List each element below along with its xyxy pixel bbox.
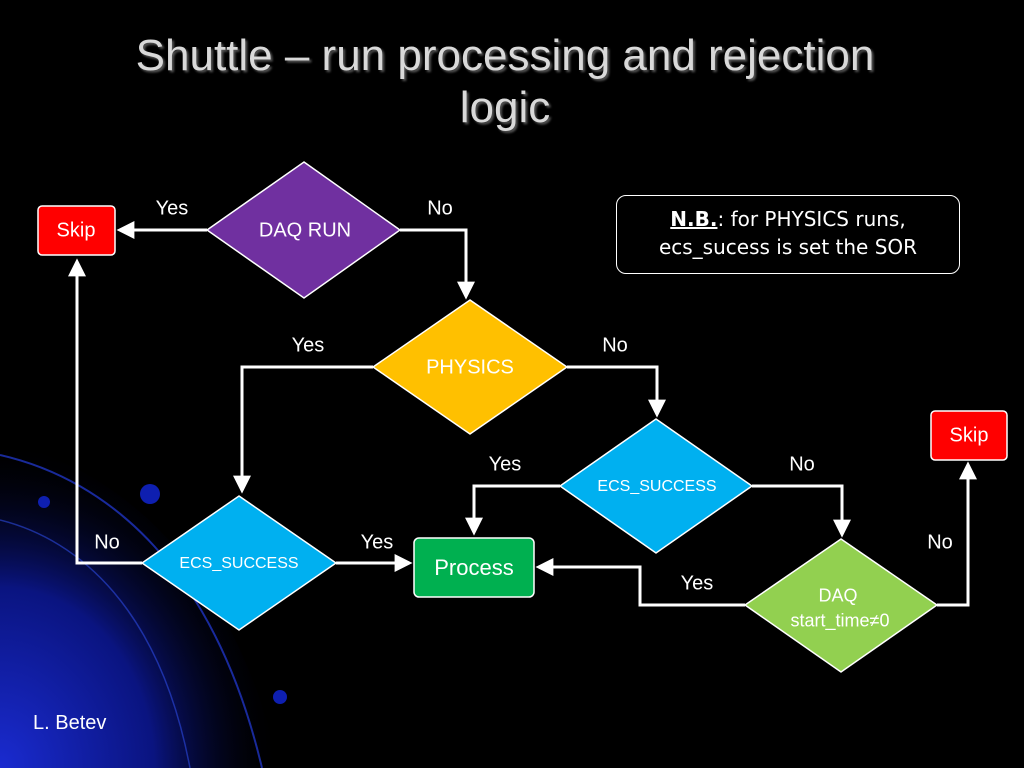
daq-start-label-line-1: DAQ [818,585,858,606]
daq-run-diamond [205,161,402,299]
skip-left-box [37,205,116,256]
edge-label-physics-yes: Yes [291,334,325,357]
edge-daqstart-no [937,461,977,607]
note-prefix: N.B. [670,207,718,231]
daq-run-label: DAQ RUN [258,219,352,242]
edge-label-daqrun-yes: Yes [155,197,189,220]
edge-label-daqstart-no: No [927,531,953,554]
ecs-success-left-diamond [140,495,338,631]
daq-start-diamond [743,538,939,673]
process-box [413,537,535,598]
edge-physics-yes [233,365,373,494]
title-line-1: Shuttle – run processing and rejection [135,31,875,80]
ecs-success-right-label: ECS_SUCCESS [597,478,717,495]
edge-label-daqrun-no: No [427,197,453,220]
physics-diamond [371,299,569,435]
edge-physics-no [567,365,666,418]
edge-label-ecsleft-yes: Yes [360,531,394,554]
slide-title: Shuttle – run processing and rejection l… [0,30,1010,134]
edge-label-ecsright-yes: Yes [488,453,522,476]
ecs-success-left-label: ECS_SUCCESS [179,555,299,572]
edge-label-physics-no: No [602,334,628,357]
daq-start-label-line-2: start_time≠0 [790,610,890,631]
edge-ecsright-no [752,484,851,538]
edge-daqrun-no [400,228,475,300]
edge-label-ecsleft-no: No [94,531,120,554]
note-text-line-1: : for PHYSICS runs, [717,207,906,231]
skip-right-box [930,410,1008,461]
note-box: N.B.: for PHYSICS runs, ecs_sucess is se… [616,195,960,274]
background-swirl [0,440,287,768]
connectors [68,221,977,607]
note-line-1: N.B.: for PHYSICS runs, [617,205,959,233]
edge-label-daqstart-yes: Yes [680,572,714,595]
note-text-line-2: ecs_sucess is set the SOR [658,235,918,259]
skip-right-label: Skip [949,424,989,447]
author-label: L. Betev [33,712,107,734]
edge-ecsleft-no [68,258,142,565]
title-line-2: logic [459,83,551,132]
ecs-success-right-diamond [558,418,754,554]
edge-label-ecsright-no: No [789,453,815,476]
physics-label: PHYSICS [426,356,514,379]
edge-ecsright-yes [465,484,560,536]
edge-daqstart-yes [535,558,745,607]
skip-left-label: Skip [56,219,96,242]
process-label: Process [434,555,514,580]
